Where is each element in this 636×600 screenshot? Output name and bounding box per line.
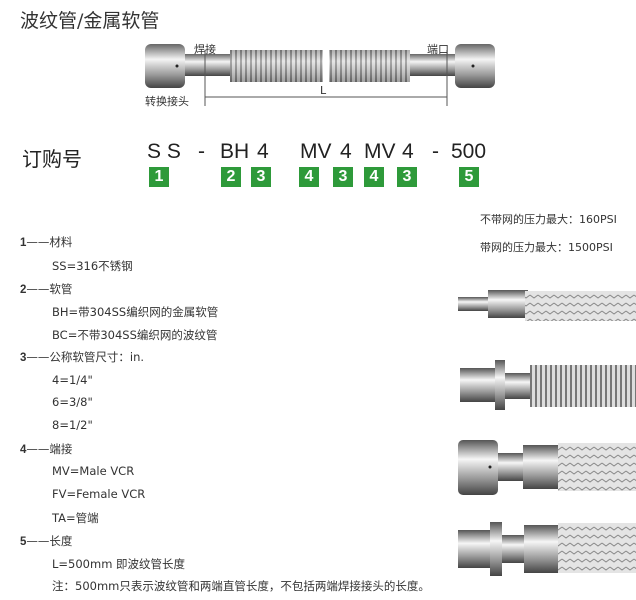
section-item: 4=1/4": [52, 373, 93, 387]
pressure-without-mesh: 不带网的压力最大：160PSI: [480, 213, 617, 226]
code-material: S S: [147, 140, 181, 163]
badge: 2: [221, 167, 241, 187]
section-item: TA=管端: [52, 511, 99, 525]
section-item: MV=Male VCR: [52, 464, 135, 478]
section-item: 6=3/8": [52, 395, 93, 409]
badge: 4: [299, 167, 319, 187]
badge: 1: [149, 167, 169, 187]
corrugated-hose-image: [460, 360, 636, 410]
section-item: BH=带304SS编织网的金属软管: [52, 305, 219, 319]
section-item: SS=316不锈钢: [52, 259, 133, 273]
weld-label: 焊接: [194, 43, 216, 56]
code-length: 500: [451, 140, 487, 163]
section-heading: 4——端接: [20, 442, 73, 456]
badge: 4: [364, 167, 384, 187]
hose-images: [458, 290, 636, 576]
section-item: FV=Female VCR: [52, 487, 146, 501]
footnote: 注：500mm只表示波纹管和两端直管长度，不包括两端焊接接头的长度。: [52, 579, 430, 593]
badge: 3: [333, 167, 353, 187]
code-dash: -: [432, 140, 439, 163]
page-title: 波纹管/金属软管: [20, 10, 160, 32]
male-vcr-braided-image: [458, 522, 636, 576]
adapter-label: 转换接头: [145, 95, 189, 108]
section-item: 8=1/2": [52, 418, 93, 432]
pressure-with-mesh: 带网的压力最大：1500PSI: [480, 241, 613, 254]
length-label: L: [320, 84, 327, 97]
section-heading: 2——软管: [20, 282, 73, 296]
code-end1: MV: [300, 140, 332, 163]
section-heading: 1——材料: [20, 235, 73, 249]
code-size: 4: [257, 140, 269, 163]
code-size: 4: [340, 140, 352, 163]
section-item: L=500mm 即波纹管长度: [52, 557, 186, 571]
badge: 3: [251, 167, 271, 187]
order-label: 订购号: [22, 147, 82, 171]
hose-diagram: [145, 44, 495, 106]
section-heading: 3——公称软管尺寸：in.: [20, 350, 145, 364]
badge: 3: [397, 167, 417, 187]
code-end2: MV: [364, 140, 396, 163]
section-heading: 5——长度: [20, 534, 73, 548]
code-size: 4: [402, 140, 414, 163]
section-item: BC=不带304SS编织网的波纹管: [52, 328, 218, 342]
female-vcr-braided-image: [458, 440, 636, 495]
braided-hose-cutaway-image: [458, 290, 636, 321]
code-hose: BH: [220, 140, 250, 163]
port-label: 端口: [427, 43, 449, 56]
code-dash: -: [198, 140, 205, 163]
badge: 5: [459, 167, 479, 187]
